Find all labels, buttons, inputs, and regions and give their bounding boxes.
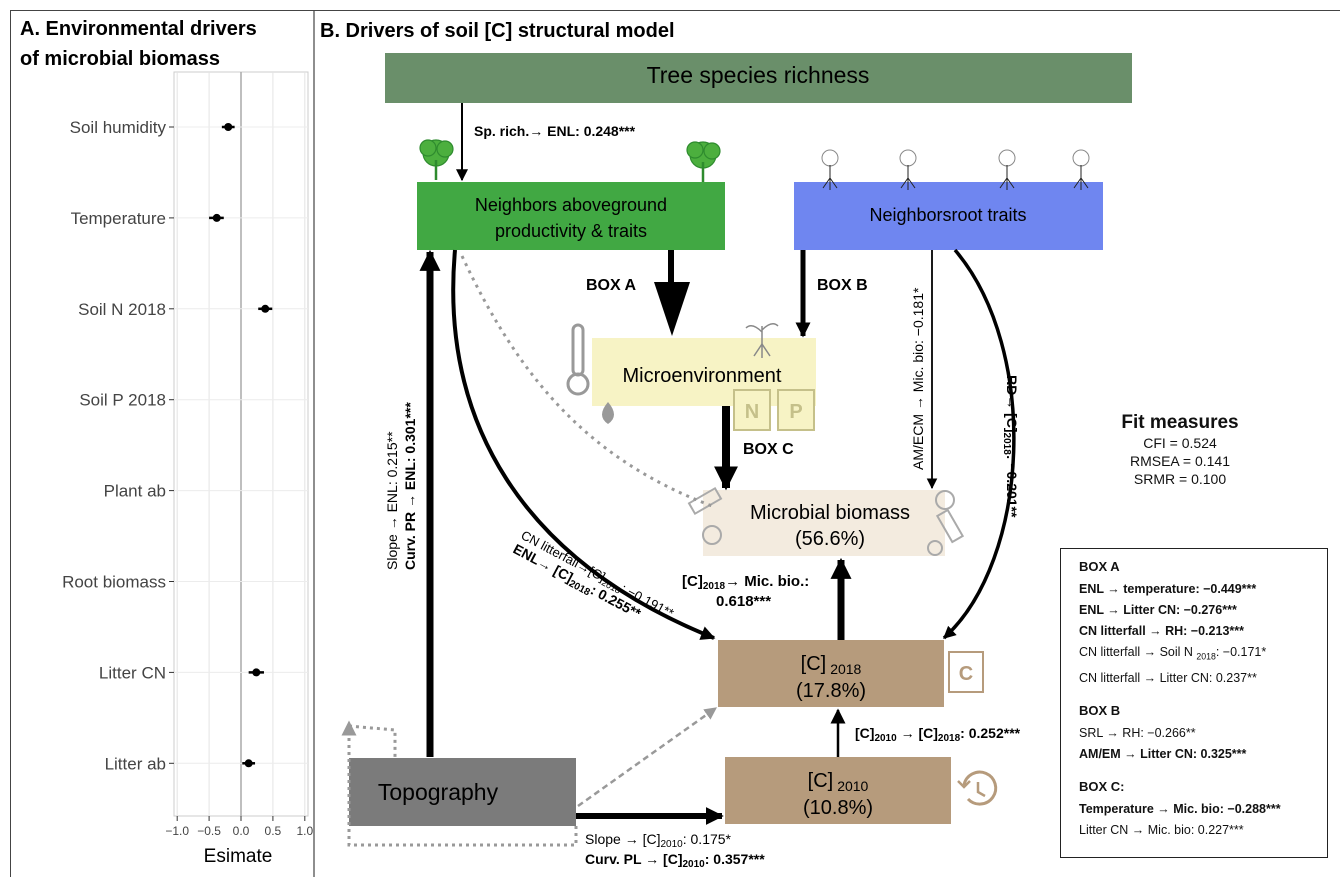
- box-b-label: BOX B: [817, 277, 868, 294]
- y-tick-label: Soil N 2018: [78, 300, 166, 319]
- x-axis-title: Esimate: [204, 846, 273, 867]
- neighbors-aboveground-label-2: productivity & traits: [495, 221, 647, 241]
- legend-box-a-title: BOX A: [1079, 559, 1327, 574]
- path-label-slope-c2010: Slope → [C]2010: 0.175*: [585, 831, 732, 850]
- fit-srmr: SRMR = 0.100: [1090, 470, 1270, 488]
- x-tick-label: 1.0: [296, 824, 313, 838]
- svg-text:CN litterfall→[C]2018: −0.191*: CN litterfall→[C]2018: −0.191**: [518, 527, 677, 622]
- thermometer-icon: [568, 325, 588, 394]
- neighbors-root-traits-label: Neighborsroot traits: [869, 205, 1026, 225]
- legend-box-c-title: BOX C:: [1079, 779, 1327, 794]
- path-label-amecm: AM/ECM → Mic. bio: −0.181*: [910, 287, 926, 470]
- tree-icon: [687, 142, 720, 182]
- legend-item: ENL → Litter CN: −0.276***: [1079, 600, 1327, 621]
- y-tick-label: Soil humidity: [70, 118, 167, 137]
- legend-item: ENL → temperature: −0.449***: [1079, 579, 1327, 600]
- legend-item: SRL → RH: −0.266**: [1079, 723, 1327, 744]
- estimate-point: [224, 123, 232, 131]
- c-letter: C: [959, 663, 973, 685]
- arrow-box-a: [654, 250, 690, 336]
- legend-item: CN litterfall → Soil N 2018: −0.171*: [1079, 642, 1327, 668]
- path-label-rd: RD→ [C]2018: −0.201**: [1001, 375, 1020, 518]
- x-axis-ticks: −1.0 −0.5 0.0 0.5 1.0: [165, 816, 313, 838]
- svg-text:AM/ECM → Mic. bio: −0.181*: AM/ECM → Mic. bio: −0.181*: [910, 287, 926, 470]
- arrow-dotted-topo-self-top: [349, 726, 395, 758]
- y-tick-label: Soil P 2018: [79, 391, 166, 410]
- svg-text:Curv. PR → ENL: 0.301***: Curv. PR → ENL: 0.301***: [402, 402, 418, 570]
- microbial-biomass-pct: (56.6%): [795, 528, 865, 550]
- path-label-c2018-micbio-value: 0.618***: [716, 593, 771, 610]
- neighbors-aboveground-label-1: Neighbors aboveground: [475, 195, 667, 215]
- legend-item: AM/EM → Litter CN: 0.325***: [1079, 744, 1327, 765]
- fit-measures-title: Fit measures: [1090, 412, 1270, 434]
- legend-item: CN litterfall → RH: −0.213***: [1079, 621, 1327, 642]
- y-tick-label: Litter ab: [105, 754, 166, 773]
- path-label-curvpl-c2010: Curv. PL → [C]2010: 0.357***: [585, 851, 765, 870]
- path-label-sprich-enl: Sp. rich.→ ENL: 0.248***: [474, 123, 636, 139]
- y-tick-label: Root biomass: [62, 573, 166, 592]
- x-tick-label: −1.0: [165, 824, 189, 838]
- fit-cfi: CFI = 0.524: [1090, 434, 1270, 452]
- box-legend: BOX A ENL → temperature: −0.449*** ENL →…: [1060, 548, 1328, 858]
- estimate-point: [245, 759, 253, 767]
- path-label-topo-enl: Slope → ENL: 0.215** Curv. PR → ENL: 0.3…: [384, 402, 418, 570]
- y-tick-label: Litter CN: [99, 663, 166, 682]
- arrow-dashed-topo-to-c2018: [578, 708, 716, 806]
- legend-item: Litter CN → Mic. bio: 0.227***: [1079, 820, 1327, 841]
- estimate-point: [261, 305, 269, 313]
- carbon-2018-pct: (17.8%): [796, 680, 866, 702]
- legend-box-b-title: BOX B: [1079, 703, 1327, 718]
- x-tick-label: 0.0: [233, 824, 250, 838]
- p-letter: P: [789, 401, 802, 423]
- path-label-c2010-c2018: [C]2010 → [C]2018: 0.252***: [855, 725, 1021, 744]
- legend-item: CN litterfall → Litter CN: 0.237**: [1079, 668, 1327, 689]
- legend-item: Temperature → Mic. bio: −0.288***: [1079, 799, 1327, 820]
- fit-measures: Fit measures CFI = 0.524 RMSEA = 0.141 S…: [1090, 412, 1270, 488]
- x-tick-label: 0.5: [265, 824, 282, 838]
- carbon-2010-pct: (10.8%): [803, 797, 873, 819]
- estimate-point: [252, 668, 260, 676]
- panel-b-title: B. Drivers of soil [C] structural model: [320, 20, 675, 42]
- box-a-label: BOX A: [586, 277, 637, 294]
- microenvironment-label: Microenvironment: [623, 365, 782, 387]
- topography-label: Topography: [378, 779, 499, 805]
- y-tick-label: Plant ab: [104, 482, 166, 501]
- estimate-point: [213, 214, 221, 222]
- x-tick-label: −0.5: [197, 824, 221, 838]
- svg-text:Slope → ENL: 0.215**: Slope → ENL: 0.215**: [384, 431, 400, 570]
- y-tick-label: Temperature: [71, 209, 166, 228]
- panel-a-title-line1: A. Environmental drivers: [20, 18, 257, 40]
- microbial-biomass-label: Microbial biomass: [750, 502, 910, 524]
- panel-a-title-line2: of microbial biomass: [20, 48, 220, 70]
- fit-rmsea: RMSEA = 0.141: [1090, 452, 1270, 470]
- history-clock-icon: [958, 772, 996, 804]
- tree-species-richness-label: Tree species richness: [647, 62, 870, 88]
- n-letter: N: [745, 401, 759, 423]
- path-label-cn-litterfall: CN litterfall→[C]2018: −0.191**: [518, 527, 677, 622]
- path-label-c2018-micbio: [C]2018→ Mic. bio.:: [682, 573, 809, 592]
- box-c-label: BOX C: [743, 441, 794, 458]
- tree-icon: [420, 140, 453, 180]
- svg-text:RD→ [C]2018: −0.201**: RD→ [C]2018: −0.201**: [1001, 375, 1020, 518]
